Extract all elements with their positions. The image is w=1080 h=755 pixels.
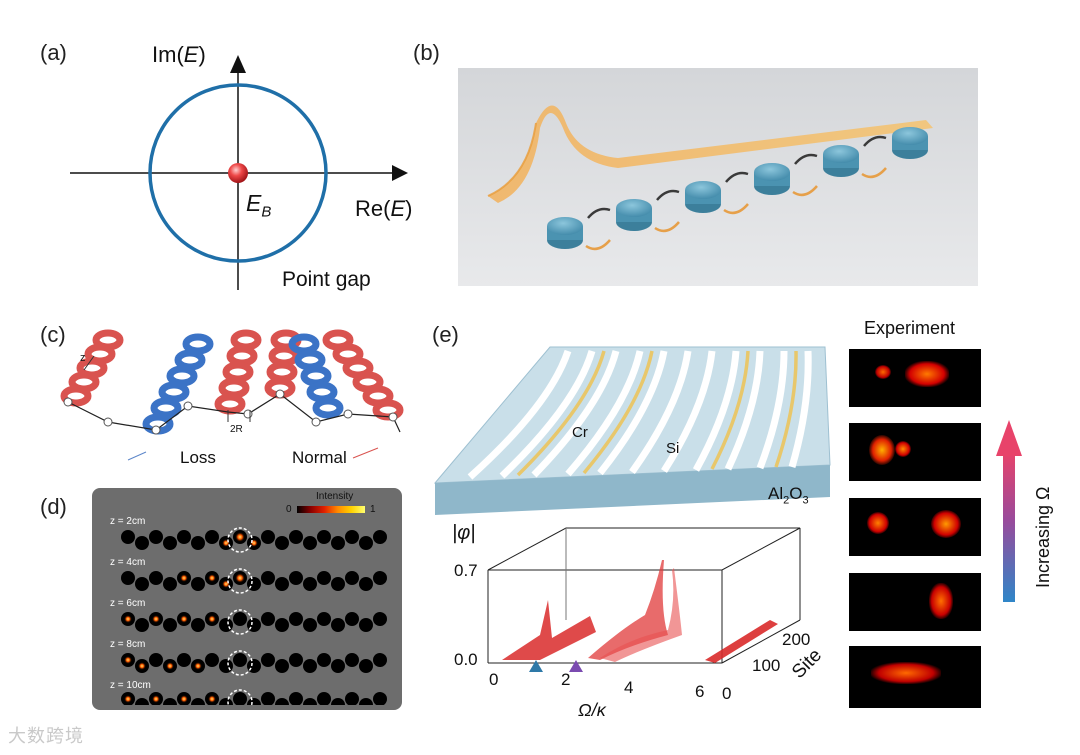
loss-helix-1 — [142, 333, 214, 435]
normal-pointer — [352, 447, 379, 459]
normal-helix-right — [322, 329, 404, 421]
base-energy-point — [228, 163, 248, 183]
experiment-frame-2 — [849, 423, 981, 481]
x-tick-2: 2 — [561, 670, 571, 689]
intensity-rows — [121, 527, 387, 705]
panel-c-label: (c) — [40, 322, 66, 347]
increasing-omega-arrow-icon — [996, 420, 1022, 602]
coupling-arrows — [585, 135, 887, 251]
si-label: Si — [666, 440, 680, 457]
watermark: 大数跨境 — [8, 726, 84, 746]
normal-label: Normal — [292, 448, 347, 467]
marker-blue-icon — [529, 660, 543, 672]
panel-d-label: (d) — [40, 494, 67, 519]
cr-label: Cr — [572, 424, 588, 441]
resonator-discs — [547, 127, 928, 249]
z-axis-label: |φ| — [452, 522, 476, 544]
row-label-1: z = 2cm — [110, 516, 146, 527]
row-label-3: z = 6cm — [110, 598, 146, 609]
waveguide-lattice-render — [458, 68, 978, 286]
point-gap-caption: Point gap — [282, 268, 371, 291]
si-waveguides — [467, 349, 812, 480]
colorbar — [297, 506, 365, 513]
loss-label: Loss — [180, 448, 216, 467]
experiment-frame-4 — [849, 573, 981, 631]
x-axis-label: Ω/κ — [578, 700, 606, 720]
loss-pointer — [127, 451, 147, 461]
x-tick-4: 4 — [624, 678, 634, 697]
panel-b-label: (b) — [413, 40, 440, 65]
site-tick-0: 0 — [722, 684, 732, 703]
sample-chip-render — [433, 346, 831, 515]
x-tick-0: 0 — [489, 670, 499, 689]
spectrum-circle — [148, 83, 328, 263]
site-tick-100: 100 — [752, 656, 781, 675]
colorbar-title: Intensity — [316, 491, 354, 502]
site-tick-200: 200 — [782, 630, 811, 649]
cr-strips — [516, 350, 798, 477]
point-gap-diagram — [70, 55, 408, 290]
normal-helix-left — [60, 329, 124, 407]
experiment-frame-1 — [849, 349, 981, 407]
helical-waveguide-array — [60, 329, 404, 461]
experiment-frame-3 — [849, 498, 981, 556]
panel-a-label: (a) — [40, 40, 67, 65]
mode-curves — [502, 560, 778, 663]
spacing-label: 2R — [230, 424, 243, 435]
im-axis-label: Im(E) — [152, 42, 206, 67]
panel-e-label: (e) — [432, 322, 459, 347]
normal-helix-2 — [214, 329, 262, 415]
row-label-4: z = 8cm — [110, 639, 146, 650]
substrate-label: Al2O3 — [768, 484, 809, 507]
row-label-5: z = 10cm — [110, 680, 151, 691]
experiment-frame-5 — [849, 646, 981, 708]
z-tick-top: 0.7 — [454, 561, 478, 580]
experiment-title: Experiment — [864, 318, 956, 338]
re-axis-arrow-icon — [392, 165, 408, 181]
row-label-2: z = 4cm — [110, 557, 146, 568]
pitch-label: z — [80, 352, 86, 364]
loss-helix-2 — [288, 333, 344, 419]
z-tick-bottom: 0.0 — [454, 650, 478, 669]
marker-purple-icon — [569, 660, 583, 672]
im-axis-arrow-icon — [230, 55, 246, 73]
colorbar-max: 1 — [370, 504, 376, 515]
plot-box — [487, 527, 801, 664]
colorbar-min: 0 — [286, 504, 292, 515]
mode-amplitude-3d-plot — [487, 527, 801, 672]
mode-profile-surface — [488, 105, 933, 203]
increasing-omega-label: Increasing Ω — [1033, 486, 1053, 588]
x-tick-6: 6 — [695, 682, 705, 701]
re-axis-label: Re(E) — [355, 196, 413, 221]
base-energy-label: EB — [246, 190, 272, 221]
